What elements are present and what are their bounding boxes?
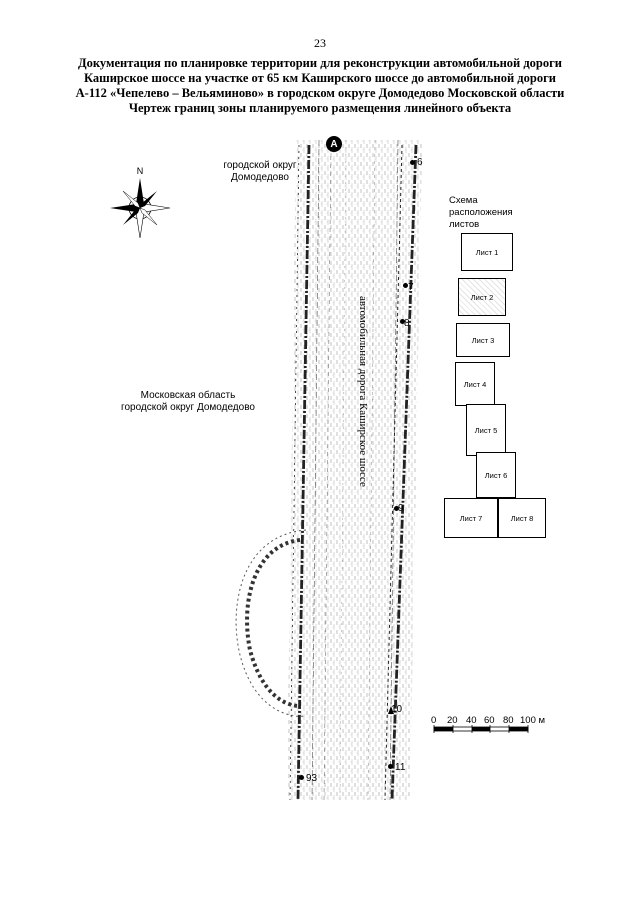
page-number: 23 bbox=[314, 36, 326, 50]
title-line-4: Чертеж границ зоны планируемого размещен… bbox=[128, 101, 512, 115]
title-line-3: А-112 «Чепелево – Вельяминово» в городск… bbox=[75, 86, 565, 100]
sheet-box-6: Лист 6 bbox=[476, 452, 516, 498]
road-corridor bbox=[287, 139, 422, 801]
point-marker-93 bbox=[299, 775, 304, 780]
point-label-7: 7 bbox=[408, 282, 414, 293]
compass-rose-icon bbox=[110, 178, 171, 239]
point-label-8: 8 bbox=[404, 318, 410, 329]
sheet-box-7: Лист 7 bbox=[444, 498, 498, 538]
scale-label-40: 40 bbox=[466, 715, 477, 726]
scale-label-60: 60 bbox=[484, 715, 495, 726]
scheme-title: Схема расположения листов bbox=[449, 195, 513, 230]
title-line-2: Каширское шоссе на участке от 65 км Каши… bbox=[84, 71, 556, 85]
scale-label-100: 100 м bbox=[520, 715, 546, 726]
sheet-box-1: Лист 1 bbox=[461, 233, 513, 271]
point-marker-10 bbox=[388, 706, 394, 714]
title-line-1: Документация по планировке территории дл… bbox=[77, 56, 563, 70]
zone-boundary bbox=[289, 144, 418, 801]
sheet-box-8: Лист 8 bbox=[498, 498, 546, 538]
scale-label-0: 0 bbox=[431, 715, 437, 726]
point-marker-7 bbox=[403, 283, 408, 288]
point-marker-11 bbox=[388, 764, 393, 769]
area-label-left: Московская область городской округ Домод… bbox=[121, 390, 255, 413]
point-marker-9 bbox=[394, 506, 399, 511]
sheet-box-3: Лист 3 bbox=[456, 323, 510, 357]
compass-north-label: N bbox=[137, 166, 144, 176]
start-marker: A bbox=[326, 136, 342, 152]
point-marker-6 bbox=[410, 160, 415, 165]
scale-label-80: 80 bbox=[503, 715, 514, 726]
point-label-11: 11 bbox=[395, 762, 406, 773]
sheet-box-2: Лист 2 bbox=[458, 278, 506, 316]
area-label-top: городской округ Домодедово bbox=[223, 160, 297, 183]
point-label-6: 6 bbox=[417, 157, 423, 168]
document-title: Документация по планировке территории дл… bbox=[40, 56, 600, 116]
start-marker-label: A bbox=[330, 138, 338, 150]
sheet-box-5: Лист 5 bbox=[466, 404, 506, 456]
point-label-9: 9 bbox=[398, 503, 404, 514]
point-label-10: 10 bbox=[391, 704, 403, 715]
point-label-93: 93 bbox=[306, 773, 318, 784]
road-label: автомобильная дорога Каширское шоссе bbox=[357, 296, 369, 487]
scale-label-20: 20 bbox=[447, 715, 458, 726]
point-marker-8 bbox=[400, 319, 405, 324]
